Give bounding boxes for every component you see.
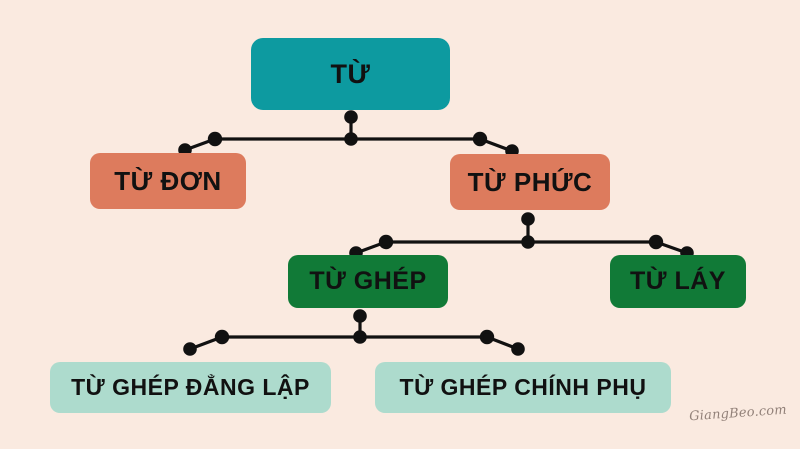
node-tu-phuc[interactable]: TỪ PHỨC	[450, 154, 610, 210]
node-tu-ghep[interactable]: TỪ GHÉP	[288, 255, 448, 308]
node-tu-don[interactable]: TỪ ĐƠN	[90, 153, 246, 209]
node-tu-lay[interactable]: TỪ LÁY	[610, 255, 746, 308]
node-tu-ghep-dang-lap[interactable]: TỪ GHÉP ĐẲNG LẬP	[50, 362, 331, 413]
connector-tu-ghep-to-level4	[183, 309, 525, 356]
watermark-signature: GiangBeo.com	[689, 396, 788, 430]
watermark-text: GiangBeo.com	[688, 402, 788, 424]
node-tu-ghep-chinh-phu[interactable]: TỪ GHÉP CHÍNH PHỤ	[375, 362, 671, 413]
connector-tu-to-level2	[178, 110, 519, 158]
node-tu[interactable]: TỪ	[251, 38, 450, 110]
connector-tu-phuc-to-level3	[349, 212, 694, 260]
